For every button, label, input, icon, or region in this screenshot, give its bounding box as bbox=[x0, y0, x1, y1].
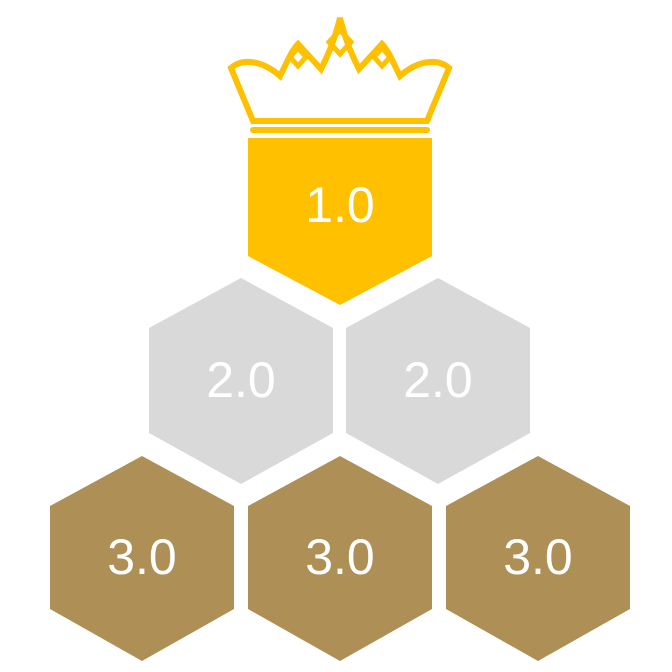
tier-2-label-left: 2.0 bbox=[206, 352, 276, 408]
tier-1-label: 1.0 bbox=[305, 177, 375, 233]
tier-2-label-right: 2.0 bbox=[403, 352, 473, 408]
tier-3-hexagon-left: 3.0 bbox=[50, 456, 234, 661]
tier-1-shape bbox=[248, 138, 432, 305]
tier-3-hexagon-center: 3.0 bbox=[248, 456, 432, 661]
tier-2-shape-left bbox=[149, 278, 333, 484]
tier-3-label-right: 3.0 bbox=[503, 529, 573, 585]
tier-3-label-left: 3.0 bbox=[107, 529, 177, 585]
tier-1-hexagon: 1.0 bbox=[248, 138, 432, 305]
tier-3-shape-right bbox=[446, 456, 630, 661]
tier-2-hexagon-left: 2.0 bbox=[149, 278, 333, 484]
tier-3-shape-center bbox=[248, 456, 432, 661]
tier-3-shape-left bbox=[50, 456, 234, 661]
tier-2-shape-right bbox=[346, 278, 530, 484]
tier-2-hexagon-right: 2.0 bbox=[346, 278, 530, 484]
tier-3-label-center: 3.0 bbox=[305, 529, 375, 585]
tier-3-hexagon-right: 3.0 bbox=[446, 456, 630, 661]
crown-icon bbox=[227, 17, 453, 133]
